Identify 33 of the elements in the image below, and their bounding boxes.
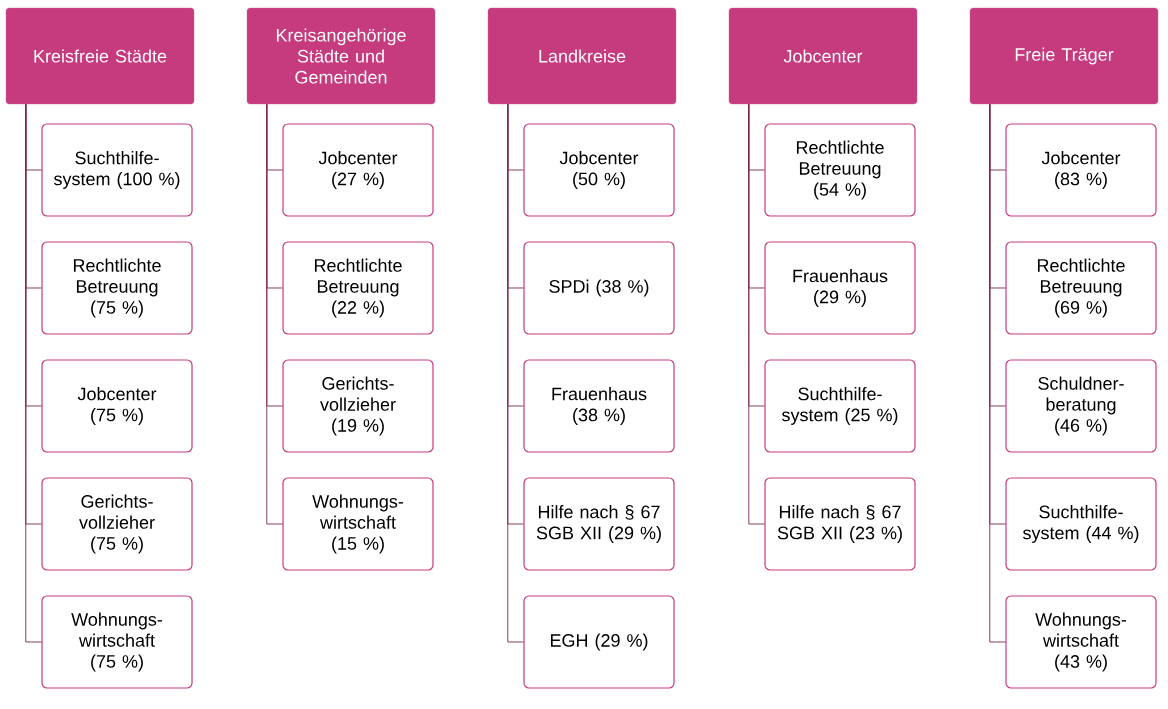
connector-line — [748, 103, 765, 525]
header-box: Kreisfreie Städte — [5, 7, 195, 105]
connector-line — [266, 103, 283, 525]
category-box: Jobcenter (50 %) — [523, 123, 675, 217]
category-box: Hilfe nach § 67 SGB XII (23 %) — [764, 477, 916, 571]
category-box: EGH (29 %) — [523, 595, 675, 689]
category-box: Rechtlichte Betreuung (22 %) — [282, 241, 434, 335]
connector-line — [989, 103, 1006, 643]
category-box: Frauenhaus (29 %) — [764, 241, 916, 335]
header-box: Kreisangehörige Städte und Gemeinden — [246, 7, 436, 105]
header-box: Freie Träger — [969, 7, 1159, 105]
category-box: Gerichts- vollzieher (19 %) — [282, 359, 434, 453]
category-box: Wohnungs- wirtschaft (75 %) — [41, 595, 193, 689]
category-box: Rechtlichte Betreuung (54 %) — [764, 123, 916, 217]
category-box: Frauenhaus (38 %) — [523, 359, 675, 453]
category-box: Wohnungs- wirtschaft (15 %) — [282, 477, 434, 571]
connector-line — [507, 103, 524, 643]
category-box: Suchthilfe- system (100 %) — [41, 123, 193, 217]
category-box: Suchthilfe- system (25 %) — [764, 359, 916, 453]
header-box: Landkreise — [487, 7, 677, 105]
category-box: Jobcenter (83 %) — [1005, 123, 1157, 217]
category-box: Rechtlichte Betreuung (75 %) — [41, 241, 193, 335]
category-box: SPDi (38 %) — [523, 241, 675, 335]
category-box: Gerichts- vollzieher (75 %) — [41, 477, 193, 571]
category-box: Schuldner- beratung (46 %) — [1005, 359, 1157, 453]
connector-line — [25, 103, 42, 643]
category-box: Suchthilfe- system (44 %) — [1005, 477, 1157, 571]
header-box: Jobcenter — [728, 7, 918, 105]
category-box: Jobcenter (75 %) — [41, 359, 193, 453]
category-box: Wohnungs- wirtschaft (43 %) — [1005, 595, 1157, 689]
category-box: Jobcenter (27 %) — [282, 123, 434, 217]
category-box: Rechtlichte Betreuung (69 %) — [1005, 241, 1157, 335]
category-box: Hilfe nach § 67 SGB XII (29 %) — [523, 477, 675, 571]
